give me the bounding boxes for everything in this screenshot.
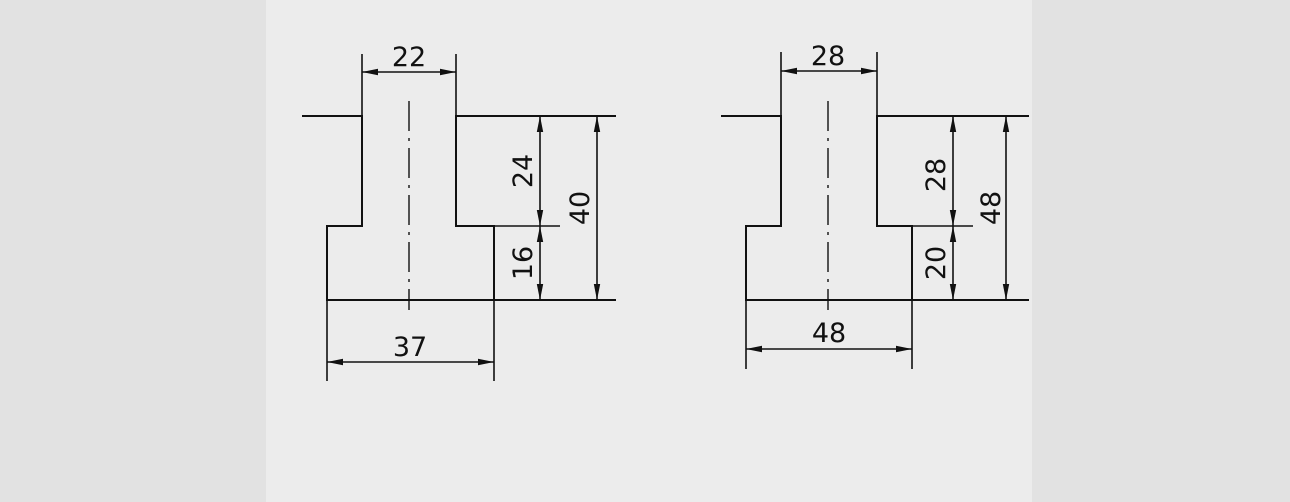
figure-left: 22 24 16 40 37: [302, 42, 616, 381]
right-upper-height-label: 28: [921, 158, 952, 192]
right-lower-height-label: 20: [921, 246, 952, 280]
left-base-width-label: 37: [393, 332, 427, 363]
right-total-height-label: 48: [976, 191, 1007, 225]
right-base-width-label: 48: [812, 318, 846, 349]
left-total-height-label: 40: [565, 191, 596, 225]
right-dimension-lines: [745, 52, 1010, 369]
drawing-panel: [266, 0, 1032, 502]
left-top-width-label: 22: [392, 42, 426, 73]
left-part-outline: [302, 115, 616, 301]
left-lower-height-label: 16: [508, 246, 539, 280]
left-upper-height-label: 24: [508, 154, 539, 188]
right-top-width-label: 28: [811, 41, 845, 72]
right-part-outline: [721, 115, 1029, 301]
left-dimension-lines: [326, 54, 601, 381]
figure-right: 28 28 20 48 48: [721, 41, 1029, 369]
